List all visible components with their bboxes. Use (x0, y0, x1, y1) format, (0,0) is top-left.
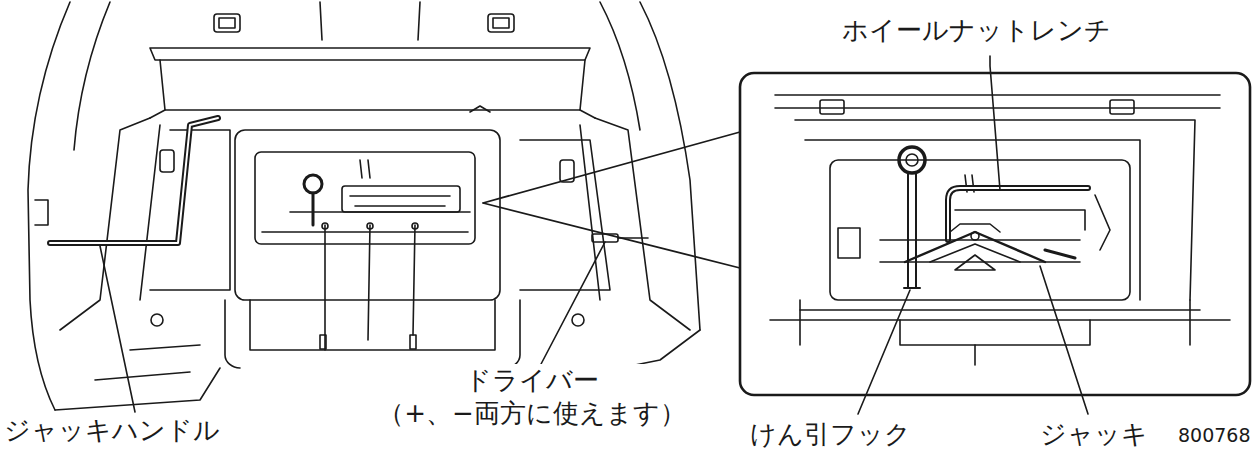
part-label: ホイールナットレンチ (840, 14, 1113, 47)
part-label: けん引フック (748, 418, 913, 451)
figure-number: 800768 (1176, 424, 1253, 448)
part-label: ドライバー （+、−両方に使えます） (370, 364, 694, 429)
part-label: ジャッキ (1038, 418, 1150, 451)
part-label: ジャッキハンドル (2, 414, 222, 447)
